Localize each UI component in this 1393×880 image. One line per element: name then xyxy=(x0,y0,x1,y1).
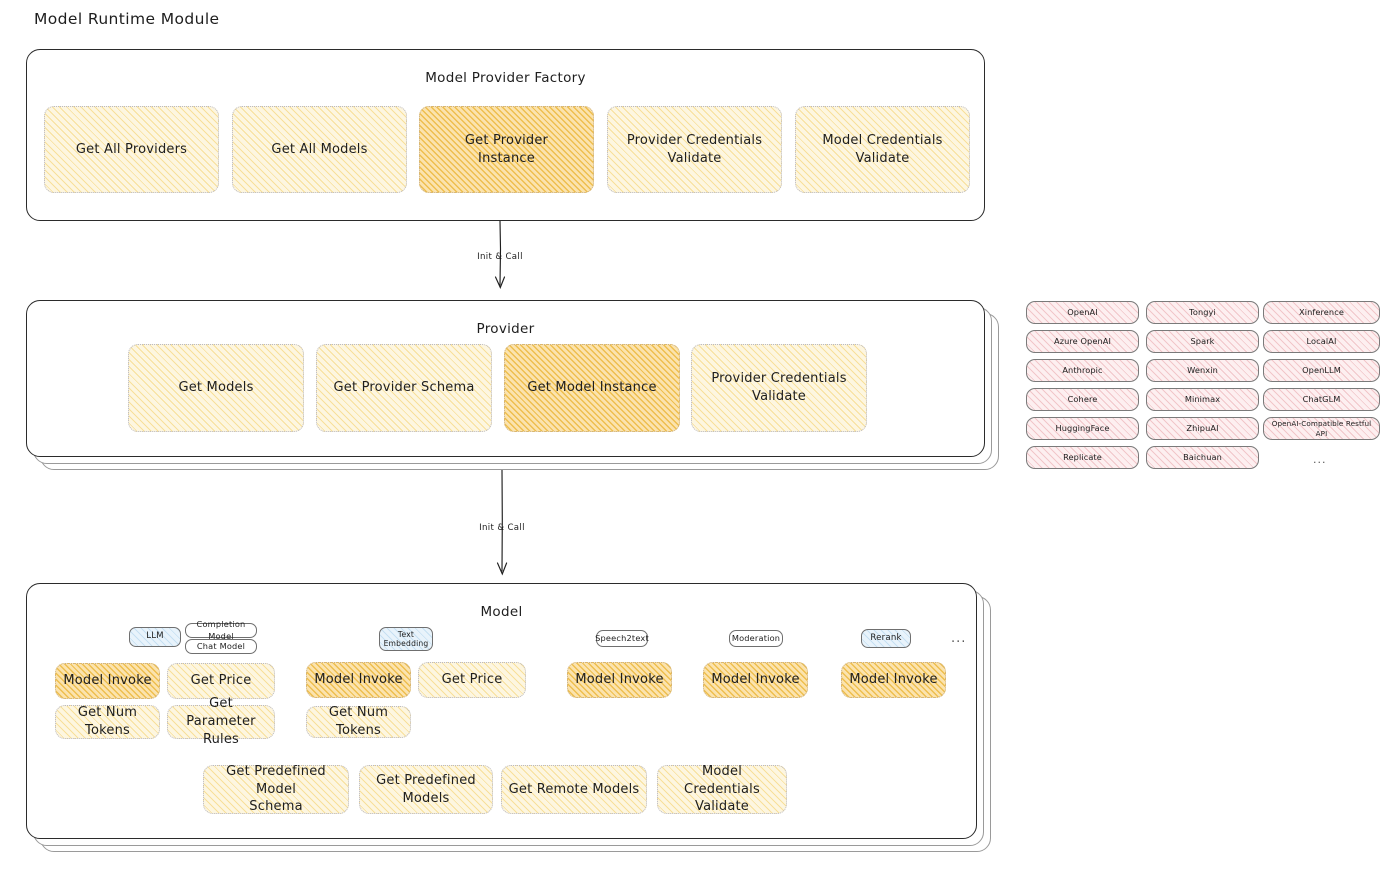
chip-rerank[interactable]: Rerank xyxy=(861,629,911,648)
node-provider-credentials-validate[interactable]: Provider Credentials Validate xyxy=(607,106,782,193)
arrow-factory-to-provider xyxy=(499,220,502,286)
arrow-label-init-call-1: Init & Call xyxy=(477,252,523,262)
provider-chip-openllm[interactable]: OpenLLM xyxy=(1263,359,1380,382)
node-provider-credentials-validate-2[interactable]: Provider Credentials Validate xyxy=(691,344,867,432)
provider-chip-spark[interactable]: Spark xyxy=(1146,330,1259,353)
node-speech2text-model-invoke[interactable]: Model Invoke xyxy=(567,662,672,698)
node-get-predefined-models[interactable]: Get Predefined Models xyxy=(359,765,493,814)
provider-chip-replicate[interactable]: Replicate xyxy=(1026,446,1139,469)
model-groups-more-ellipsis: ... xyxy=(951,631,967,646)
provider-chip-openai[interactable]: OpenAI xyxy=(1026,301,1139,324)
node-get-remote-models[interactable]: Get Remote Models xyxy=(501,765,647,814)
section-title-provider: Provider xyxy=(476,321,535,337)
provider-chip-minimax[interactable]: Minimax xyxy=(1146,388,1259,411)
provider-chip-zhipuai[interactable]: ZhipuAI xyxy=(1146,417,1259,440)
provider-chip-anthropic[interactable]: Anthropic xyxy=(1026,359,1139,382)
node-get-model-instance[interactable]: Get Model Instance xyxy=(504,344,680,432)
node-llm-get-price[interactable]: Get Price xyxy=(167,663,275,699)
node-model-credentials-validate[interactable]: Model Credentials Validate xyxy=(795,106,970,193)
node-get-all-providers[interactable]: Get All Providers xyxy=(44,106,219,193)
provider-chip-huggingface[interactable]: HuggingFace xyxy=(1026,417,1139,440)
chip-moderation[interactable]: Moderation xyxy=(729,630,783,647)
node-text-embedding-get-price[interactable]: Get Price xyxy=(418,662,526,698)
node-get-models[interactable]: Get Models xyxy=(128,344,304,432)
page-title: Model Runtime Module xyxy=(34,10,220,28)
provider-chip-chatglm[interactable]: ChatGLM xyxy=(1263,388,1380,411)
chip-chat-model[interactable]: Chat Model xyxy=(185,639,257,654)
node-get-provider-schema[interactable]: Get Provider Schema xyxy=(316,344,492,432)
section-title-model-provider-factory: Model Provider Factory xyxy=(425,70,586,86)
chip-llm[interactable]: LLM xyxy=(129,627,181,647)
node-text-embedding-get-num-tokens[interactable]: Get Num Tokens xyxy=(306,705,411,738)
chip-text-embedding[interactable]: Text Embedding xyxy=(379,627,433,651)
node-text-embedding-model-invoke[interactable]: Model Invoke xyxy=(306,662,411,698)
provider-chip-baichuan[interactable]: Baichuan xyxy=(1146,446,1259,469)
section-title-model: Model xyxy=(480,604,523,620)
provider-chip-xinference[interactable]: Xinference xyxy=(1263,301,1380,324)
node-rerank-model-invoke[interactable]: Model Invoke xyxy=(841,662,946,698)
arrow-provider-to-model-head xyxy=(496,562,508,576)
chip-speech2text[interactable]: Speech2text xyxy=(595,630,649,647)
node-moderation-model-invoke[interactable]: Model Invoke xyxy=(703,662,808,698)
node-llm-get-parameter-rules[interactable]: Get Parameter Rules xyxy=(167,696,275,747)
node-get-predefined-model-schema[interactable]: Get Predefined Model Schema xyxy=(203,764,349,814)
node-get-all-models[interactable]: Get All Models xyxy=(232,106,407,193)
arrow-label-init-call-2: Init & Call xyxy=(479,523,525,533)
provider-chip-azure-openai[interactable]: Azure OpenAI xyxy=(1026,330,1139,353)
chip-completion-model[interactable]: Completion Model xyxy=(185,619,257,641)
node-llm-model-invoke[interactable]: Model Invoke xyxy=(55,663,160,699)
provider-chip-openai-compatible-restful-api[interactable]: OpenAI-Compatible Restful API xyxy=(1263,417,1380,440)
node-model-credentials-validate-3[interactable]: Model Credentials Validate xyxy=(657,764,787,814)
provider-chip-cohere[interactable]: Cohere xyxy=(1026,388,1139,411)
node-get-provider-instance[interactable]: Get Provider Instance xyxy=(419,106,594,193)
provider-list-more-ellipsis: ... xyxy=(1313,453,1327,466)
node-llm-get-num-tokens[interactable]: Get Num Tokens xyxy=(55,705,160,739)
provider-chip-tongyi[interactable]: Tongyi xyxy=(1146,301,1259,324)
arrow-factory-to-provider-head xyxy=(494,276,506,289)
provider-chip-wenxin[interactable]: Wenxin xyxy=(1146,359,1259,382)
provider-chip-localai[interactable]: LocalAI xyxy=(1263,330,1380,353)
